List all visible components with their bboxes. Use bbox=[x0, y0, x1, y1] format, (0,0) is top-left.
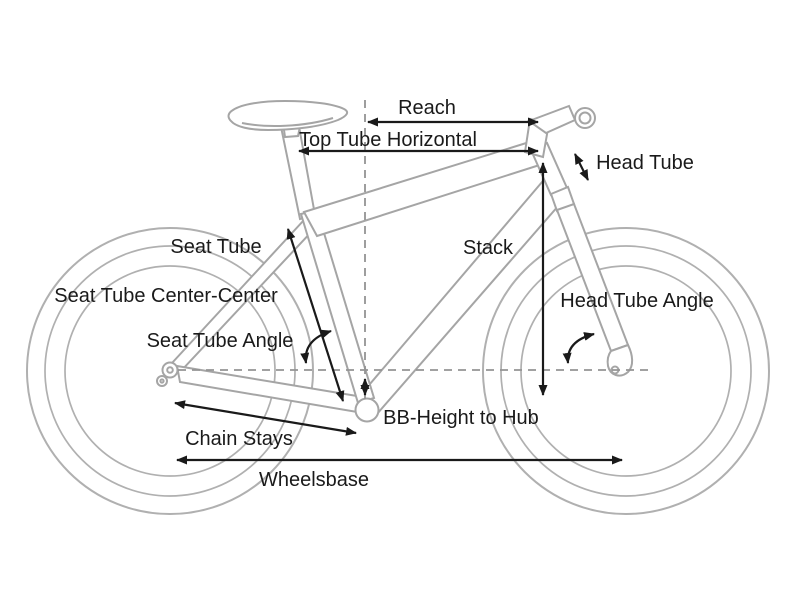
saddle-detail-line bbox=[241, 117, 334, 127]
derailleur-pivot bbox=[159, 378, 165, 384]
front-rim bbox=[520, 265, 732, 477]
seat-tube-angle-label: Seat Tube Angle bbox=[147, 330, 294, 352]
seat-tube-label: Seat Tube bbox=[170, 236, 261, 258]
bb-height-to-hub-label: BB-Height to Hub bbox=[383, 407, 539, 429]
top-tube-horizontal-label: Top Tube Horizontal bbox=[299, 129, 477, 151]
front-wheel bbox=[482, 227, 770, 515]
front-tire-outer bbox=[482, 227, 770, 515]
bottom-bracket bbox=[354, 397, 380, 423]
fork-blade bbox=[555, 202, 630, 353]
measurement-arrows bbox=[174, 117, 623, 465]
labels: Reach Top Tube Horizontal Head Tube Seat… bbox=[54, 97, 713, 491]
head-tube-arrow bbox=[574, 153, 589, 181]
head-tube-label: Head Tube bbox=[596, 152, 694, 174]
derailleur-hanger bbox=[156, 375, 168, 387]
stack-label: Stack bbox=[463, 237, 514, 259]
seat-tube-angle-arc bbox=[300, 329, 332, 364]
head-tube-angle-label: Head Tube Angle bbox=[560, 290, 713, 312]
rear-dropout bbox=[161, 361, 179, 379]
reach-label: Reach bbox=[398, 97, 456, 119]
rear-rim bbox=[64, 265, 276, 477]
seat-tube-arrow bbox=[286, 228, 345, 402]
front-tire-inner bbox=[500, 245, 752, 497]
chain-stays-label: Chain Stays bbox=[185, 428, 293, 450]
handlebar-grip-inner bbox=[578, 111, 592, 125]
wheelsbase-label: Wheelsbase bbox=[259, 469, 369, 491]
chain-stays-arrow bbox=[174, 400, 357, 436]
rear-axle bbox=[166, 366, 174, 374]
seat-tube-center-center-label: Seat Tube Center-Center bbox=[54, 285, 278, 307]
handlebar-grip bbox=[574, 107, 596, 129]
head-tube-angle-arc bbox=[562, 332, 595, 364]
